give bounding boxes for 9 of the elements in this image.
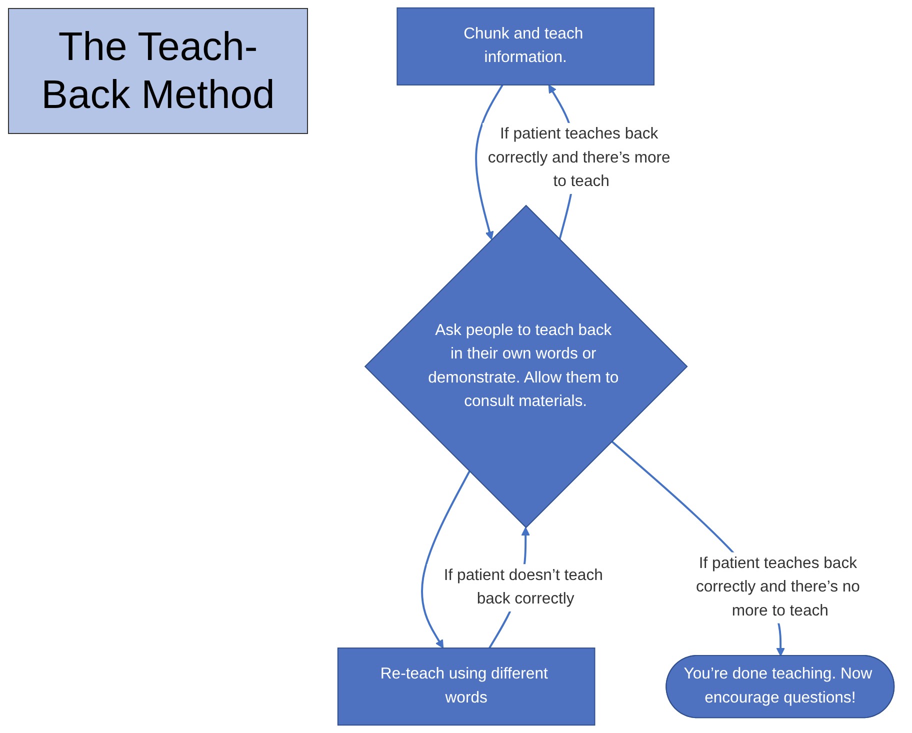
arrow bbox=[475, 84, 504, 240]
node-box: Chunk and teach information. bbox=[396, 7, 654, 86]
node-box: Re-teach using different words bbox=[337, 648, 596, 726]
arrow bbox=[421, 470, 470, 648]
edge-label: If patient teaches back correctly and there’s more to teach bbox=[488, 126, 670, 190]
node-diamond: Ask people to teach back in their own words or demonstrate. Allow them to consult materials. bbox=[364, 204, 688, 528]
title: The Teach-Back Method bbox=[8, 8, 308, 134]
edge-label: If patient doesn’t teach back correctly bbox=[444, 567, 603, 608]
edge-label: If patient teaches back correctly and there’s no more to teach bbox=[696, 555, 860, 620]
